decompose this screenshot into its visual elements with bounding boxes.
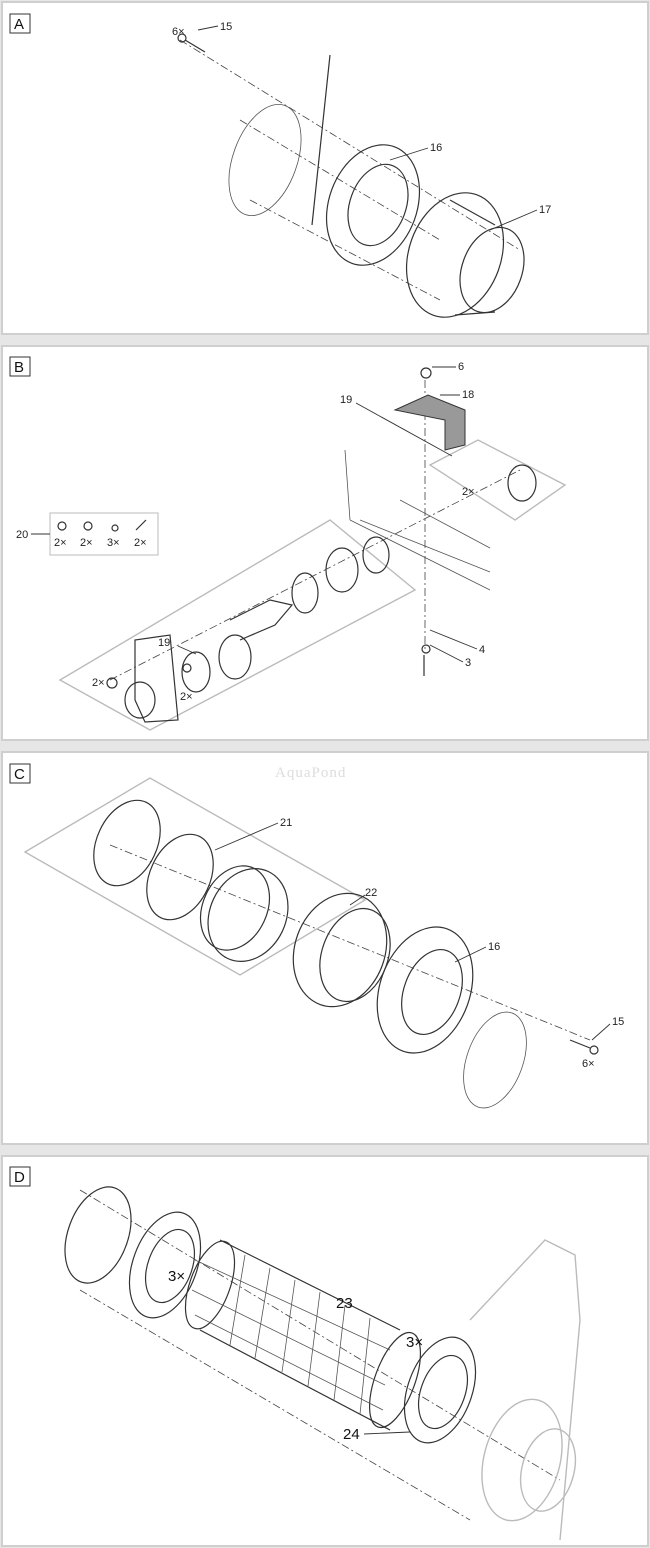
- panel-letter: D: [14, 1169, 25, 1186]
- part-number: 23: [336, 1295, 353, 1312]
- grid-18: [393, 394, 466, 451]
- adapter-17: [405, 192, 525, 318]
- part-number: 15: [220, 21, 232, 33]
- part-number: 16: [430, 142, 442, 154]
- panel-c: C AquaPond 21 22 16 15 6×: [1, 751, 649, 1145]
- part-number: 22: [365, 887, 377, 899]
- part-number: 24: [343, 1426, 360, 1443]
- gasket: [463, 1011, 527, 1109]
- panel-d: D 3× 23 3× 24: [1, 1155, 649, 1547]
- part-number: 19: [340, 394, 352, 406]
- panel-letter: A: [14, 16, 24, 33]
- qty-label: 2×: [92, 677, 105, 689]
- part-number: 16: [488, 941, 500, 953]
- part-number: 21: [280, 817, 292, 829]
- watermark: AquaPond: [275, 765, 346, 781]
- screw-15: [177, 33, 206, 53]
- pipe-parts: [106, 536, 431, 723]
- kit-19-top-outline: [428, 439, 567, 521]
- screw-15: [569, 1039, 591, 1049]
- flange-16: [376, 926, 474, 1054]
- qty-label: 2×: [180, 691, 193, 703]
- panel-letter-box: [9, 13, 31, 34]
- part-number: 20: [16, 529, 28, 541]
- qty-label: 6×: [582, 1058, 595, 1070]
- part-number: 18: [462, 389, 474, 401]
- flange-16: [325, 144, 421, 266]
- qty-label: 6×: [172, 26, 185, 38]
- qty-label: 3×: [406, 1334, 423, 1351]
- gasket: [228, 104, 302, 216]
- qty-label: 2×: [134, 537, 147, 549]
- mesh-23: [184, 1239, 422, 1431]
- part-number: 19: [158, 637, 170, 649]
- panel-letter: C: [14, 766, 25, 783]
- cap-6: [420, 367, 432, 379]
- kit-20-icons: [57, 519, 147, 532]
- qty-label: 2×: [80, 537, 93, 549]
- tank-outline: [469, 1239, 581, 1541]
- panel-b: B 6 18: [1, 345, 649, 741]
- part-number: 4: [479, 644, 485, 656]
- adapter-left: [64, 1186, 132, 1284]
- tank-wall-edge: [311, 54, 331, 226]
- qty-label: 2×: [462, 486, 475, 498]
- clamp-ring: [507, 464, 537, 502]
- part-number: 15: [612, 1016, 624, 1028]
- adapter-right: [481, 1398, 577, 1522]
- flange-left: [128, 1211, 202, 1319]
- clamps: [93, 799, 289, 962]
- flange-24: [403, 1336, 477, 1444]
- qty-label: 2×: [54, 537, 67, 549]
- kit-21-outline: [23, 777, 367, 976]
- kit-19-outline: [58, 519, 417, 731]
- panel-letter: B: [14, 359, 24, 376]
- qty-label: 3×: [107, 537, 120, 549]
- part-number: 6: [458, 361, 464, 373]
- part-number: 17: [539, 204, 551, 216]
- panel-a: A 6× 15 16 17: [1, 1, 649, 335]
- qty-label: 3×: [168, 1268, 185, 1285]
- part-number: 3: [465, 657, 471, 669]
- kit-20-box: [49, 512, 159, 556]
